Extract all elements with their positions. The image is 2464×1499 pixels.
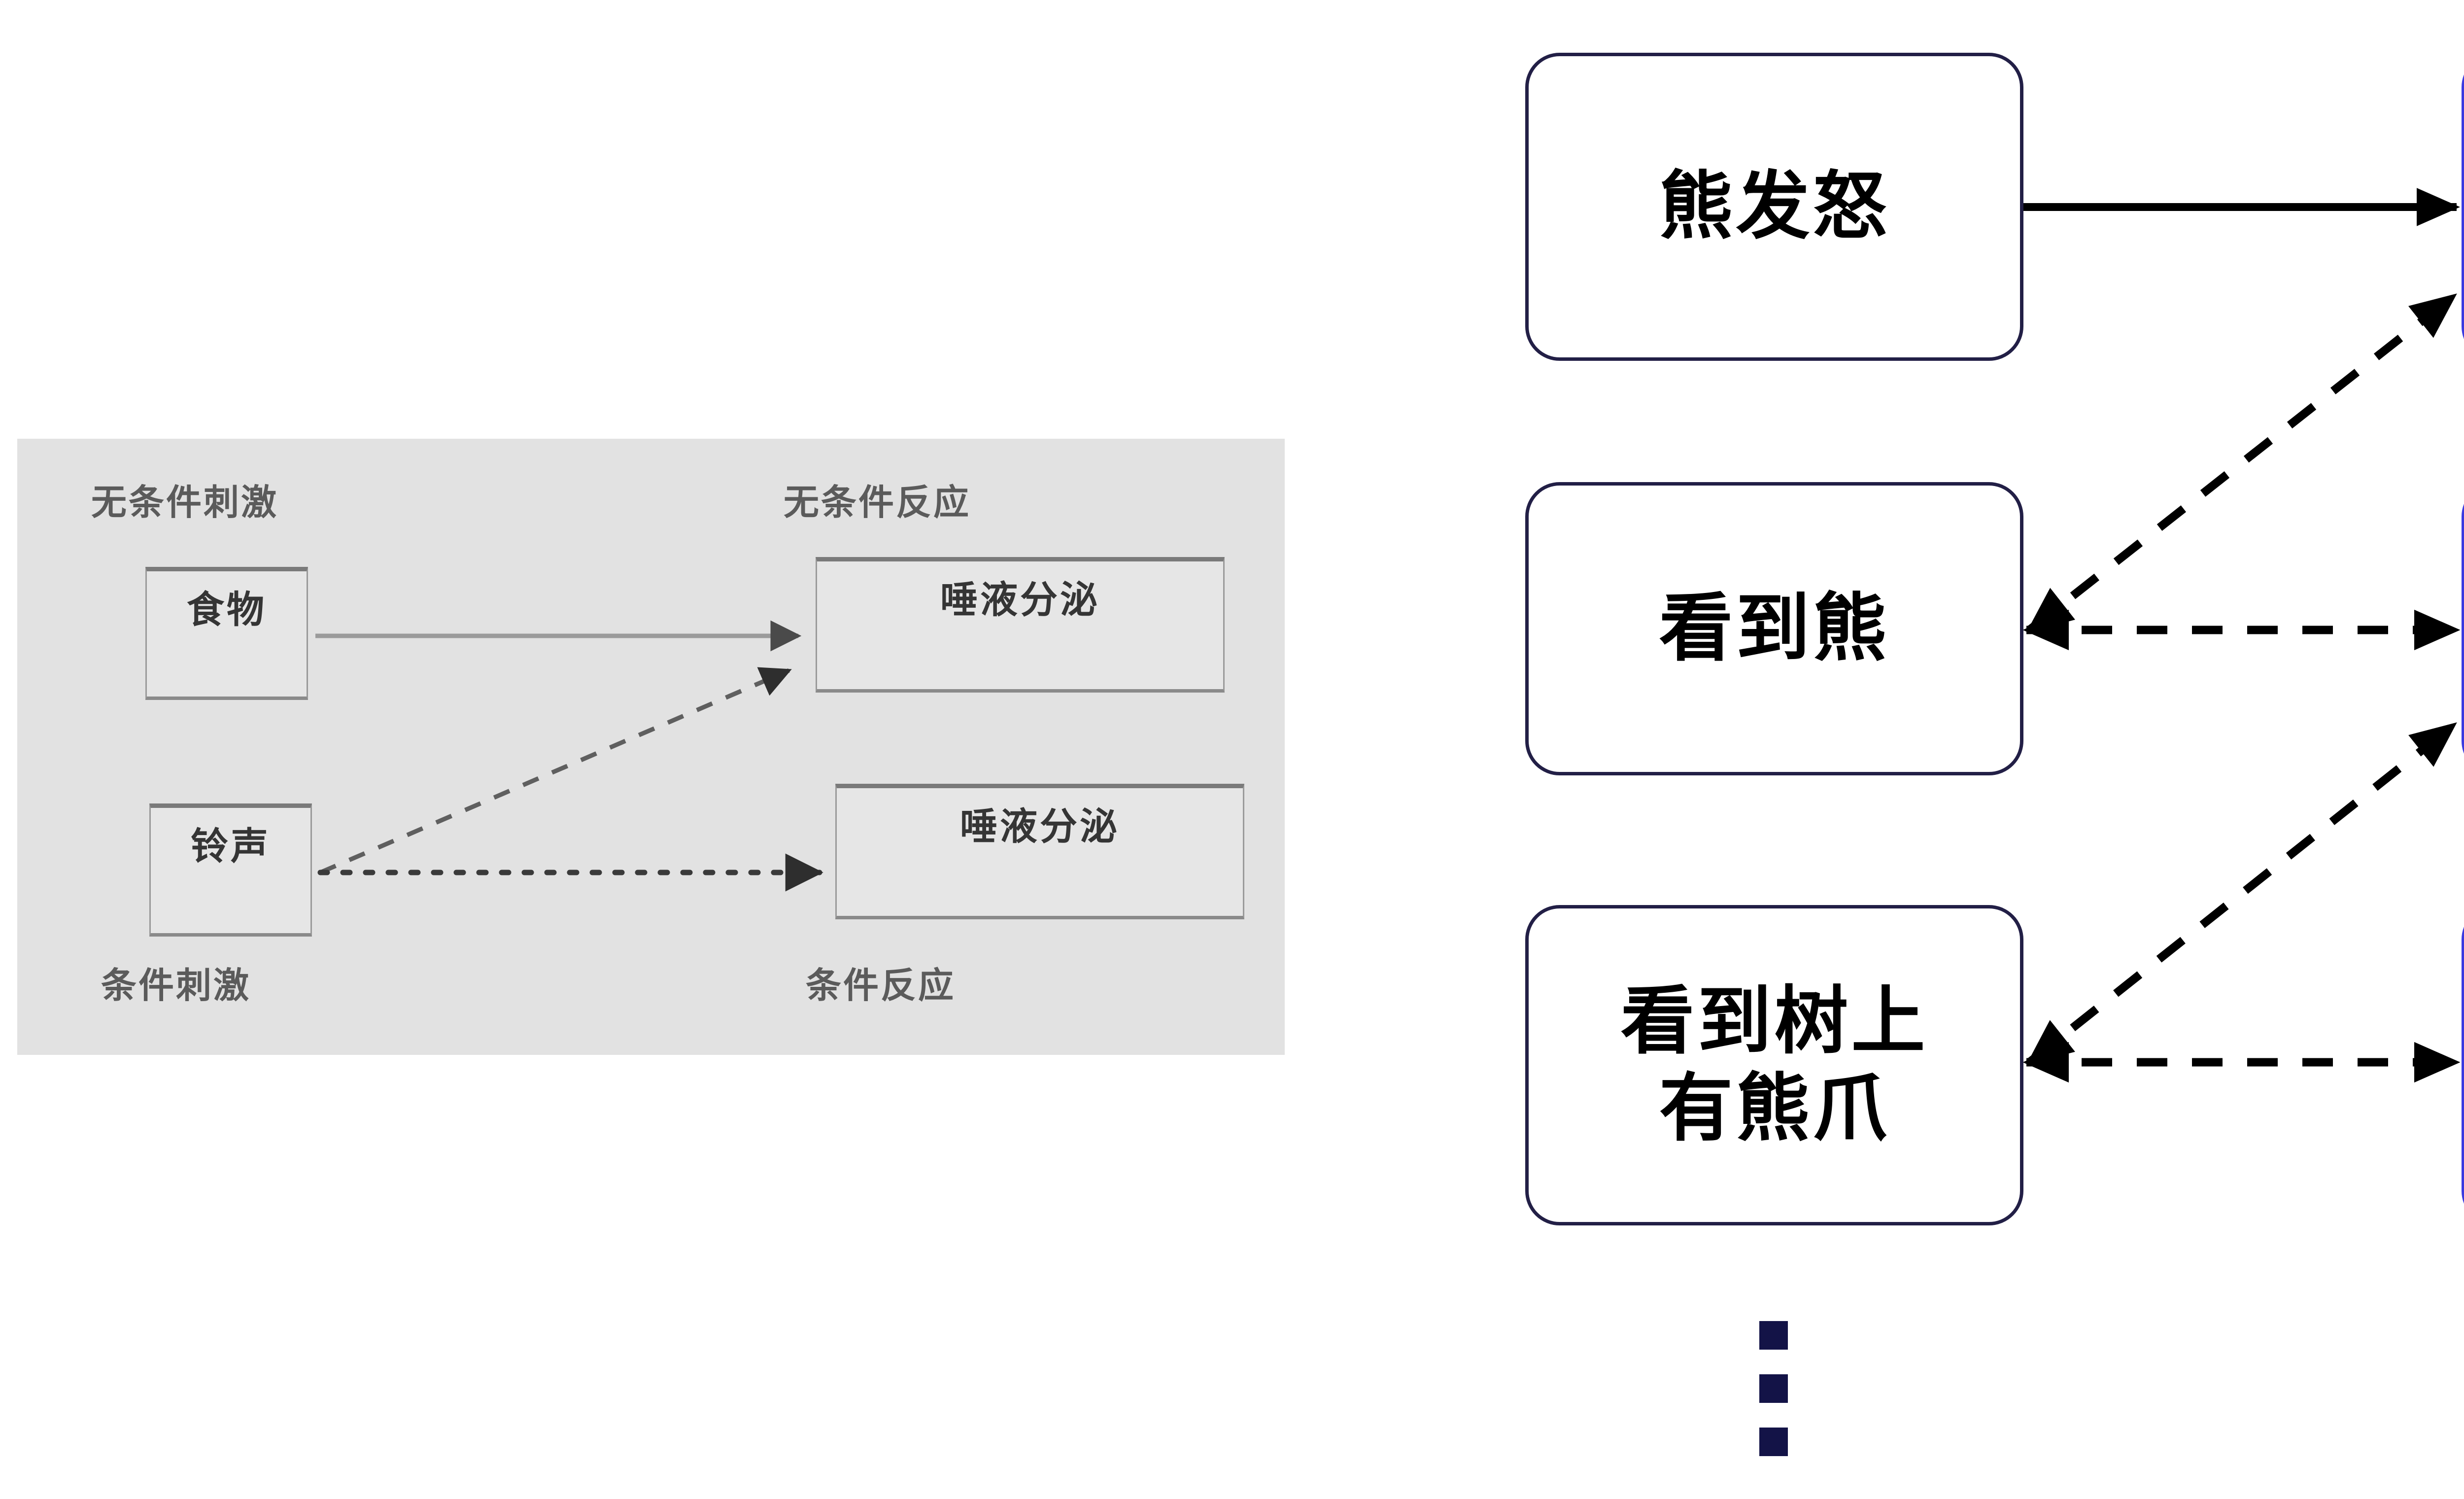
cc-box-salivation-unconditioned: 唾液分泌: [816, 557, 1225, 693]
ellipsis-dot: [1759, 1321, 1788, 1350]
caption-conditioned-response: 条件反应: [806, 965, 956, 1006]
cc-box-bell-label: 铃声: [191, 824, 271, 868]
cc-box-bell: 铃声: [149, 803, 312, 937]
classical-conditioning-panel: 无条件刺激 无条件反应 条件刺激 条件反应 食物 铃声 唾液分泌 唾液分泌: [17, 439, 1285, 1055]
node-bear-angry[interactable]: 熊发怒: [1525, 53, 2023, 361]
caption-unconditioned-response: 无条件反应: [784, 482, 971, 523]
node-value-s-prime[interactable]: V(s′): [2462, 482, 2464, 775]
node-see-bear[interactable]: 看到熊: [1525, 482, 2023, 775]
cc-box-salivation-conditioned-label: 唾液分泌: [960, 804, 1120, 848]
cc-box-food: 食物: [145, 567, 308, 700]
caption-unconditioned-stimulus: 无条件刺激: [91, 482, 279, 523]
cc-box-food-label: 食物: [187, 588, 267, 631]
node-see-bear-paw-in-tree[interactable]: 看到树上 有熊爪: [1525, 905, 2023, 1225]
node-see-bear-label: 看到熊: [1659, 586, 1890, 671]
cc-box-salivation-conditioned: 唾液分泌: [835, 784, 1244, 919]
ellipsis-dot: [1759, 1374, 1788, 1403]
node-see-bear-paw-in-tree-label: 看到树上 有熊爪: [1620, 978, 1928, 1151]
ellipsis-dot: [1759, 1428, 1788, 1456]
ellipsis-left-column: [1759, 1321, 1788, 1456]
node-bear-angry-label: 熊发怒: [1659, 164, 1890, 249]
cc-box-salivation-unconditioned-label: 唾液分泌: [940, 578, 1100, 622]
arrow-see-bear-to-reward: [2026, 292, 2457, 633]
node-value-s[interactable]: V(s): [2462, 905, 2464, 1225]
arrow-see-paw-to-vsp: [2026, 721, 2457, 1066]
arrow-bell-to-salivation-uncond: [319, 667, 792, 875]
caption-conditioned-stimulus: 条件刺激: [101, 965, 251, 1006]
node-reward[interactable]: 奖励: [2462, 53, 2464, 361]
classical-conditioning-arrows: [315, 620, 823, 892]
